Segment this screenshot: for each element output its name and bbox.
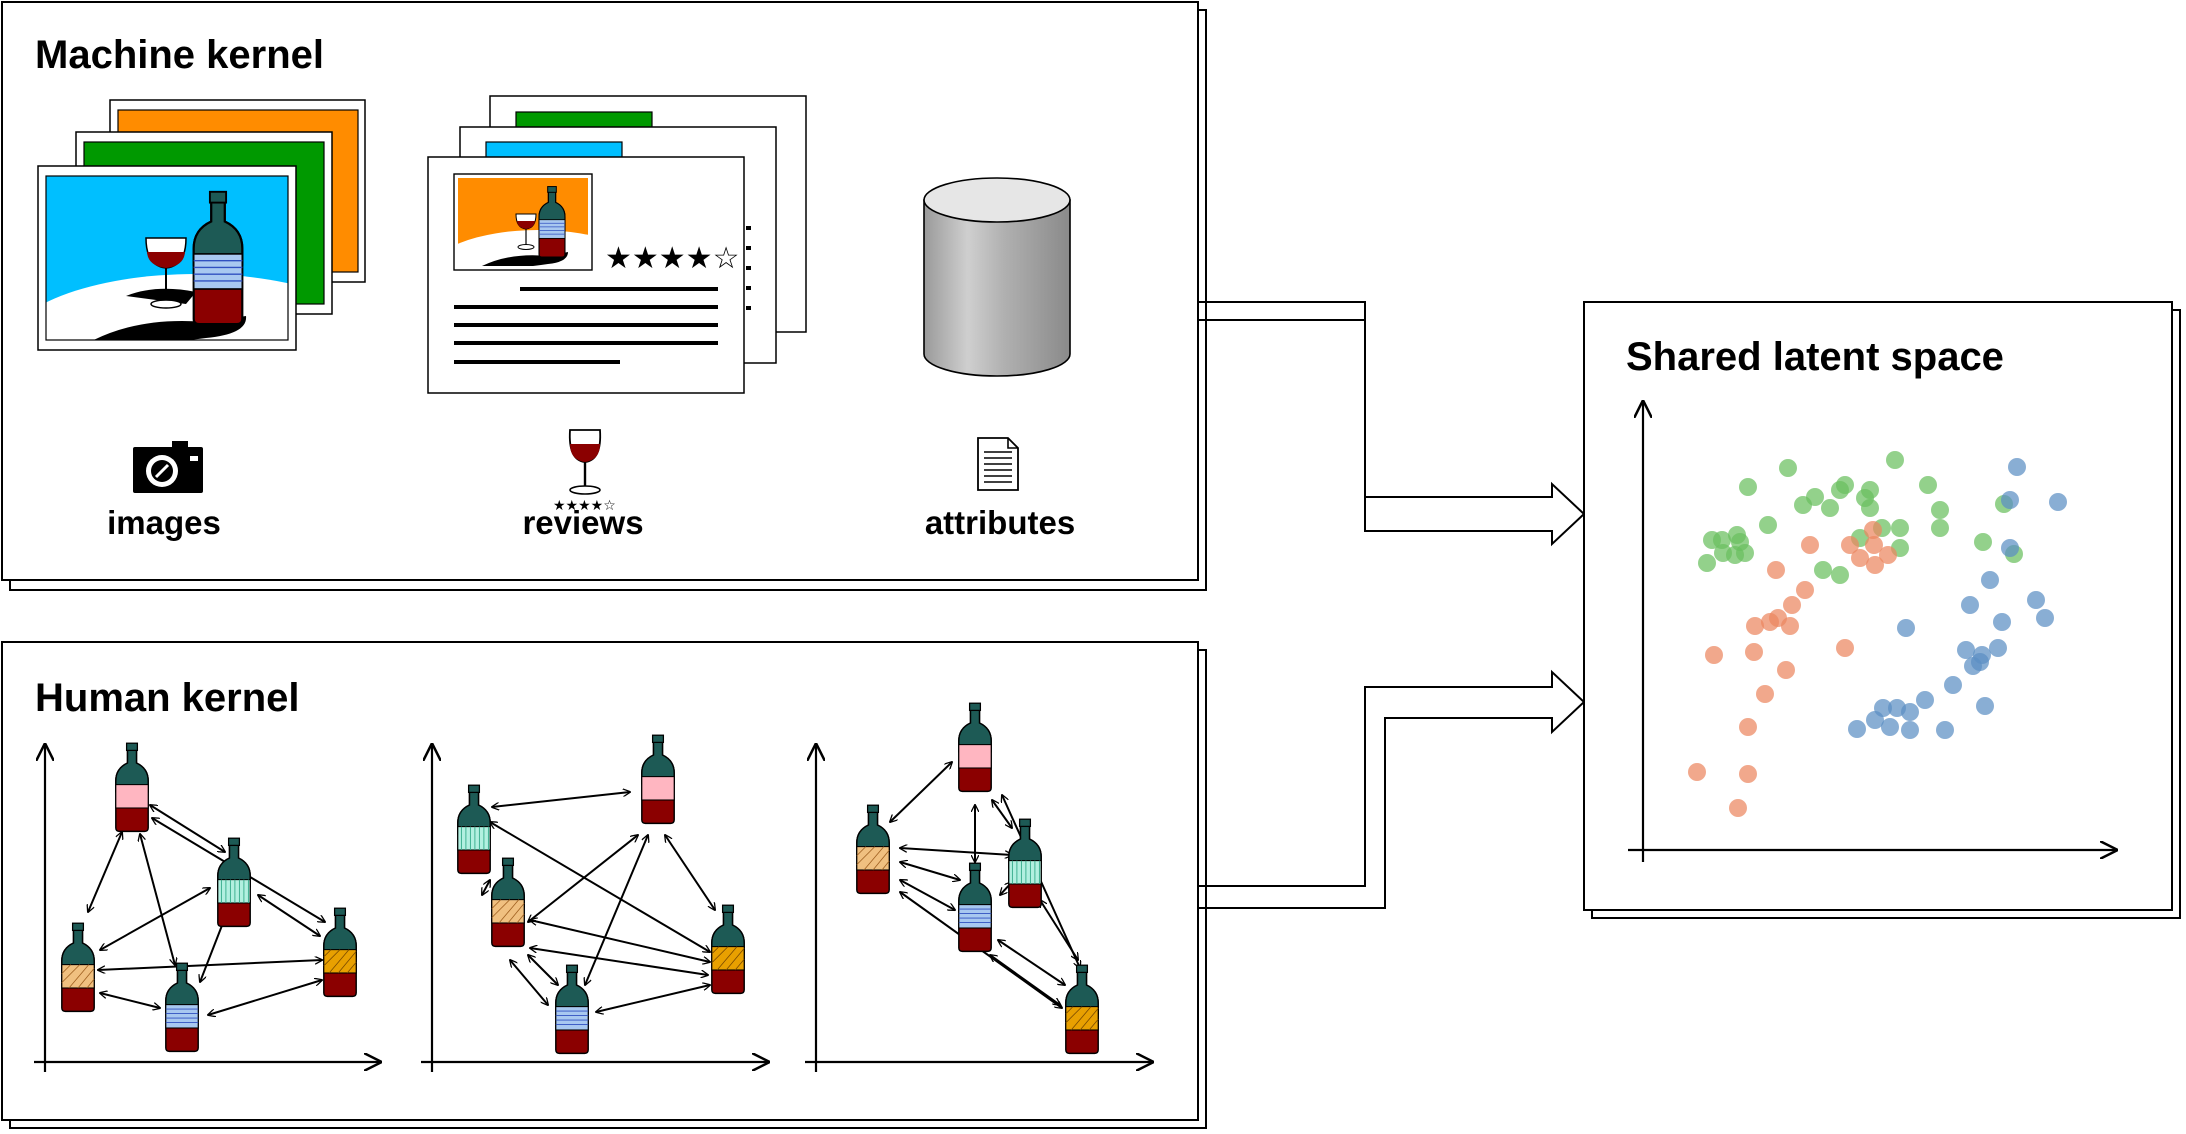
latent-point xyxy=(1886,451,1904,469)
latent-point xyxy=(1756,685,1774,703)
latent-point xyxy=(1713,531,1731,549)
machine-kernel-title: Machine kernel xyxy=(35,33,324,77)
latent-point xyxy=(1864,521,1882,539)
latent-point xyxy=(1861,481,1879,499)
latent-point xyxy=(1848,720,1866,738)
latent-point xyxy=(1745,643,1763,661)
latent-space-axes xyxy=(1628,402,2116,862)
latent-point xyxy=(1739,718,1757,736)
latent-point xyxy=(1767,561,1785,579)
latent-space-title: Shared latent space xyxy=(1626,335,2004,379)
latent-point xyxy=(1897,619,1915,637)
latent-point xyxy=(1801,536,1819,554)
connector-arrows xyxy=(1198,301,1586,909)
latent-point xyxy=(1881,718,1899,736)
reviews-label: reviews xyxy=(522,504,643,541)
latent-point xyxy=(1746,617,1764,635)
latent-point xyxy=(1688,763,1706,781)
triplet-arrows-2 xyxy=(482,792,715,1012)
latent-point xyxy=(1821,499,1839,517)
latent-point xyxy=(1989,639,2007,657)
latent-point xyxy=(1981,571,1999,589)
latent-point xyxy=(1879,546,1897,564)
similarity-plot-axes xyxy=(34,745,1152,1072)
latent-point xyxy=(1777,661,1795,679)
latent-point xyxy=(1779,459,1797,477)
latent-point xyxy=(1866,556,1884,574)
latent-point xyxy=(1841,536,1859,554)
latent-point xyxy=(1865,536,1883,554)
images-label: images xyxy=(107,504,221,541)
latent-point xyxy=(2049,493,2067,511)
latent-point xyxy=(1698,554,1716,572)
latent-point xyxy=(1866,711,1884,729)
latent-point xyxy=(1931,519,1949,537)
latent-point xyxy=(1976,697,1994,715)
latent-point xyxy=(1796,581,1814,599)
latent-point xyxy=(1836,639,1854,657)
latent-point xyxy=(1936,721,1954,739)
machine-kernel-panel: Machine kernel xyxy=(1,1,1207,591)
latent-point xyxy=(1944,676,1962,694)
review-rating: ★★★★☆ xyxy=(605,241,739,276)
latent-point xyxy=(1931,501,1949,519)
latent-point xyxy=(1814,561,1832,579)
review-stack: ★★★★☆ xyxy=(427,95,807,394)
latent-point xyxy=(1971,653,1989,671)
database-cylinder xyxy=(923,177,1071,377)
latent-point xyxy=(1993,613,2011,631)
latent-point xyxy=(1974,533,1992,551)
latent-point xyxy=(1861,499,1879,517)
latent-point xyxy=(1851,549,1869,567)
latent-point xyxy=(1726,546,1744,564)
triplet-arrows-1 xyxy=(88,805,325,1015)
latent-point xyxy=(1957,641,1975,659)
latent-point xyxy=(2008,458,2026,476)
latent-point xyxy=(1759,516,1777,534)
latent-point xyxy=(1901,703,1919,721)
latent-point xyxy=(2001,539,2019,557)
latent-point xyxy=(1761,613,1779,631)
latent-point xyxy=(2036,609,2054,627)
latent-points xyxy=(1688,451,2067,817)
latent-point xyxy=(1901,721,1919,739)
latent-point xyxy=(1831,566,1849,584)
human-kernel-title: Human kernel xyxy=(35,676,300,720)
review-rating-small: ★★★★☆ xyxy=(553,498,616,514)
latent-point xyxy=(1739,765,1757,783)
latent-point xyxy=(1836,476,1854,494)
latent-point xyxy=(1781,617,1799,635)
latent-point xyxy=(1783,596,1801,614)
latent-point xyxy=(1919,476,1937,494)
attributes-label: attributes xyxy=(925,504,1075,541)
latent-point xyxy=(1705,646,1723,664)
latent-point xyxy=(1891,519,1909,537)
latent-point xyxy=(1916,691,1934,709)
wine-glass-icon: ★★★★☆ xyxy=(553,429,616,514)
image-stack xyxy=(37,99,366,351)
latent-point xyxy=(1794,496,1812,514)
camera-icon xyxy=(133,441,203,493)
document-icon xyxy=(977,437,1019,491)
human-kernel-panel: Human kernel xyxy=(1,641,1207,1129)
latent-point xyxy=(1961,596,1979,614)
latent-point xyxy=(2027,591,2045,609)
latent-point xyxy=(2001,491,2019,509)
latent-point xyxy=(1739,478,1757,496)
latent-point xyxy=(1729,799,1747,817)
latent-space-panel: Shared latent space xyxy=(1583,301,2181,919)
